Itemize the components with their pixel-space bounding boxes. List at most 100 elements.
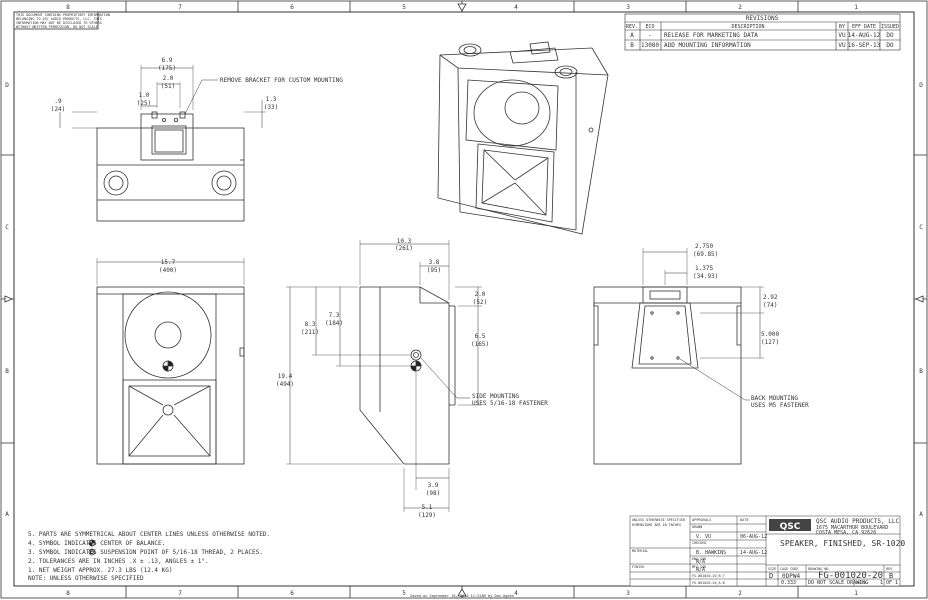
cage-value: 0DPW4 — [782, 573, 800, 580]
company-name: QSC AUDIO PRODUCTS, LLC — [816, 518, 899, 525]
dim-label: 6.5 — [475, 333, 486, 340]
mfg-value: N/A — [696, 567, 705, 573]
tb-small: UNLESS OTHERWISE SPECIFIED — [632, 518, 685, 522]
tb-small: FG-001020-20_A.B — [692, 581, 725, 585]
drawing-title: SPEAKER, FINISHED, SR-1020 — [780, 539, 905, 548]
tb-small: DIMENSIONS ARE IN INCHES — [632, 523, 681, 527]
rev-cell: 13080 — [641, 42, 659, 49]
rev-header: BY — [839, 24, 845, 30]
dim-label: (24) — [51, 106, 65, 113]
note-line: 3. SYMBOL INDICATES SUSPENSION POINT OF … — [28, 549, 263, 556]
tb-label: SIZE — [768, 567, 776, 571]
row-label: B — [919, 368, 923, 375]
rev-header: EFF DATE — [852, 24, 876, 30]
dim-label: (98) — [426, 490, 440, 497]
top-view — [59, 65, 266, 222]
rear-view — [593, 248, 764, 465]
note-line: 5. PARTS ARE SYMMETRICAL ABOUT CENTER LI… — [28, 531, 270, 538]
proprietary-line: INFORMATION MAY NOT BE DISCLOSED TO OTHE… — [16, 21, 102, 25]
col-label: 8 — [66, 4, 70, 11]
rev-cell: A — [630, 32, 634, 39]
dim-label: (74) — [763, 302, 777, 309]
dim-label: (34.93) — [693, 273, 718, 280]
col-label: 6 — [290, 4, 294, 11]
callout-remove-bracket: REMOVE BRACKET FOR CUSTOM MOUNTING — [220, 77, 343, 84]
rev-cell: B — [630, 42, 634, 49]
dim-label: (261) — [395, 245, 413, 252]
dim-label: (400) — [159, 267, 177, 274]
proprietary-line: WITHOUT WRITTEN PERMISSION. DO NOT SCALE — [16, 25, 98, 29]
col-label: 3 — [626, 590, 630, 597]
footer: Saved on September 16, 2013 11:22AM by D… — [410, 594, 514, 598]
col-label: 2 — [738, 4, 742, 11]
dim-label: 2.750 — [695, 243, 713, 250]
rev-cell: DO — [886, 32, 894, 39]
rear-view-labels: 2.750 (69.85) 1.375 (34.93) 2.92 (74) 5.… — [693, 243, 809, 409]
company-address: COSTA MESA, CA 92626 — [816, 530, 876, 536]
tb-label: DRAWN — [692, 525, 702, 529]
col-label: 1 — [854, 4, 858, 11]
tb-label: SHEET — [856, 581, 866, 585]
row-label: A — [5, 511, 9, 518]
rev-value: B — [889, 572, 893, 580]
rev-header: DESCRIPTION — [731, 24, 764, 30]
note-line: 1. NET WEIGHT APPROX. 27.3 LBS (12.4 KG) — [28, 567, 173, 574]
proprietary-note: THIS DOCUMENT CONTAINS PROPRIETARY INFOR… — [13, 11, 110, 30]
front-view — [96, 258, 245, 465]
tb-label: ENG CHK — [692, 557, 707, 561]
dim-label: (51) — [161, 83, 175, 90]
border-labels: 8 7 6 5 4 3 2 1 8 7 6 5 4 3 2 1 D C B A … — [5, 4, 923, 597]
callout-side-fastener: USES 5/16-18 FASTENER — [472, 400, 548, 407]
dim-label: (52) — [473, 299, 487, 306]
isometric-view — [437, 41, 609, 235]
col-label: 4 — [514, 4, 518, 11]
drawn-by: V. VU — [696, 534, 711, 540]
note-line: 4. SYMBOL INDICATES CENTER OF BALANCE. — [28, 540, 165, 547]
dim-label: 2.0 — [163, 75, 174, 82]
note-symbols — [88, 539, 96, 556]
dim-label: (165) — [471, 341, 489, 348]
rev-cell: DO — [886, 42, 894, 49]
dim-label: (494) — [276, 381, 294, 388]
note-line: NOTE: UNLESS OTHERWISE SPECIFIED — [28, 575, 144, 582]
tb-label: CAGE CODE — [780, 567, 798, 571]
dim-label: 15.7 — [161, 259, 176, 266]
qsc-logo: QSC — [780, 522, 801, 532]
col-label: 7 — [178, 590, 182, 597]
drawn-date: 06-AUG-12 — [740, 534, 767, 540]
scale-value: 0.333 — [781, 580, 796, 586]
col-label: 7 — [178, 4, 182, 11]
proprietary-line: BELONGING TO QSC AUDIO PRODUCTS, LLC. TH… — [16, 17, 102, 21]
front-view-labels: 15.7 (400) — [159, 259, 177, 274]
tb-small: FINISH — [632, 565, 644, 569]
eng-value: N/A — [696, 559, 705, 565]
rev-cell: ADD MOUNTING INFORMATION — [664, 42, 751, 49]
dim-label: 19.4 — [278, 373, 293, 380]
revisions-table: REVISIONS REV. ECO DESCRIPTION BY EFF DA… — [624, 13, 901, 51]
drawing-notes: 5. PARTS ARE SYMMETRICAL ABOUT CENTER LI… — [28, 531, 270, 582]
dim-label: 5.000 — [761, 331, 779, 338]
rev-cell: VU — [838, 32, 846, 39]
dim-label: (127) — [761, 339, 779, 346]
tb-small: MATERIAL — [632, 549, 648, 553]
dim-label: (175) — [158, 65, 176, 72]
col-label: 6 — [290, 590, 294, 597]
tb-label: APPROVALS — [692, 518, 711, 522]
side-view — [286, 240, 482, 512]
title-block — [629, 515, 901, 587]
col-label: 1 — [854, 590, 858, 597]
row-label: D — [5, 82, 9, 89]
rev-cell: RELEASE FOR MARKETING DATA — [664, 32, 758, 39]
tb-label: CHECKED — [692, 541, 706, 545]
callout-back-fastener: USES M5 FASTENER — [751, 402, 809, 409]
tb-label: DATE — [740, 518, 749, 522]
col-label: 3 — [626, 4, 630, 11]
drawing-number: FG-001020-20 — [818, 571, 883, 581]
dim-label: (33) — [264, 104, 278, 111]
dim-label: (95) — [427, 267, 441, 274]
dim-label: 3.8 — [429, 259, 440, 266]
col-label: 4 — [514, 590, 518, 597]
sheet-value: 1 OF 1 — [880, 580, 898, 586]
dim-label: .9 — [54, 98, 62, 105]
